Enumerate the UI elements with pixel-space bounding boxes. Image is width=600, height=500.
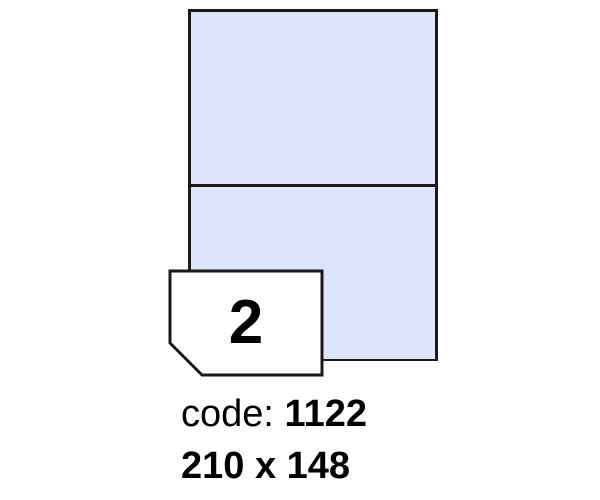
badge-tag-shape-icon <box>168 269 324 377</box>
labels-per-sheet: 2 <box>228 288 264 357</box>
product-code-line: code: 1122 <box>181 392 367 436</box>
label-divider <box>191 184 435 187</box>
code-prefix: code: <box>181 393 274 435</box>
product-code: 1122 <box>284 393 367 435</box>
label-top <box>191 12 435 184</box>
label-dimensions: 210 x 148 <box>181 445 351 487</box>
labels-count-badge: 2 <box>167 268 325 378</box>
